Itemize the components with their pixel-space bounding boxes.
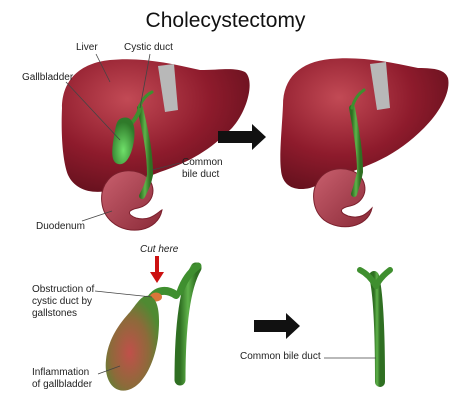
hepatic-branch-after xyxy=(350,88,366,110)
bottom-right-arrow xyxy=(254,313,300,339)
leader-common-bile-duct xyxy=(151,162,181,171)
common-bile-duct-bottom-right xyxy=(369,271,385,387)
liver-shape xyxy=(61,59,250,192)
duodenum-after xyxy=(313,168,373,228)
label-cystic-duct: Cystic duct xyxy=(124,42,173,53)
duct-branch-bottom-left xyxy=(176,262,202,296)
top-right-arrow xyxy=(218,124,266,150)
leader-inflammation xyxy=(97,365,121,375)
leader-cystic-duct xyxy=(139,53,151,109)
gallbladder-obstruction xyxy=(94,256,202,391)
label-gallbladder: Gallbladder xyxy=(22,72,74,83)
duodenum xyxy=(101,170,163,231)
label-inflammation: Inflammation of gallbladder xyxy=(32,367,93,390)
leader-gallbladder xyxy=(65,81,121,141)
label-cut-here: Cut here xyxy=(140,244,179,255)
liver-shape-after xyxy=(280,58,449,190)
ligament-band-after xyxy=(370,62,390,110)
label-obstruction: Obstruction of cystic duct by gallstones xyxy=(32,284,95,319)
leader-liver xyxy=(95,53,111,83)
leader-obstruction xyxy=(94,290,153,298)
gallbladder xyxy=(112,117,135,165)
leader-duodenum xyxy=(81,210,113,222)
liver-with-gallbladder xyxy=(61,53,250,231)
duct-branch-bottom-right-b xyxy=(373,267,393,289)
label-common-bile-duct-bottom: Common bile duct xyxy=(240,351,321,362)
common-bile-duct xyxy=(137,105,154,199)
duct-after-removal xyxy=(324,267,393,387)
ligament-band xyxy=(158,64,178,112)
liver-after-removal xyxy=(280,58,449,228)
common-bile-duct-after xyxy=(349,105,364,197)
diagram-title: Cholecystectomy xyxy=(145,9,306,32)
label-liver: Liver xyxy=(76,42,98,53)
label-common-bile-duct-top: Common bile duct xyxy=(182,157,223,180)
cut-arrow xyxy=(150,256,164,283)
inflamed-gallbladder xyxy=(105,295,160,391)
label-duodenum: Duodenum xyxy=(36,221,85,232)
